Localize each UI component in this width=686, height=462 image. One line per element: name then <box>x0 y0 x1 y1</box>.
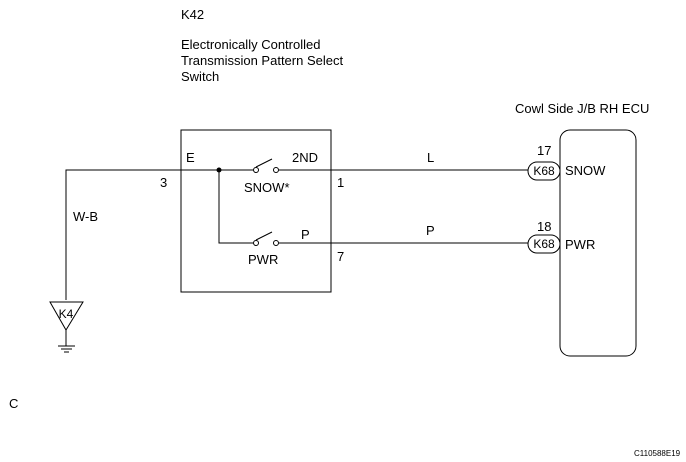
switch-box <box>180 129 332 293</box>
ground-point-label: K4 <box>59 307 74 321</box>
component-name-line-3: Switch <box>181 69 220 84</box>
wire-color-ground: W-B <box>73 209 99 224</box>
terminal-2nd-label: 2ND <box>292 150 319 165</box>
component-name-line-2: Transmission Pattern Select <box>181 53 344 68</box>
pin-3: 3 <box>160 175 168 190</box>
terminal-p-label: P <box>301 227 310 242</box>
snow-switch-contact-left <box>253 167 259 173</box>
snow-switch-blade <box>255 158 273 168</box>
pwr-switch-contact-right <box>273 240 279 246</box>
pin-1: 1 <box>337 175 345 190</box>
terminal-e-label: E <box>186 150 195 165</box>
internal-pwr-branch <box>218 170 253 244</box>
component-name-line-1: Electronically Controlled <box>181 37 321 52</box>
connector-k68-pwr-label: K68 <box>533 237 555 251</box>
connector-k68-snow-label: K68 <box>533 164 555 178</box>
diagram-code: C110588E19 <box>634 449 681 458</box>
wire-color-pwr: P <box>426 223 435 238</box>
ground-connector-k4 <box>49 301 84 331</box>
ecu-pin-18: 18 <box>537 219 552 234</box>
pwr-switch-blade <box>255 231 273 241</box>
component-code: K42 <box>181 7 205 22</box>
ecu-terminal-pwr: PWR <box>565 237 596 252</box>
corner-letter: C <box>9 396 19 411</box>
pwr-switch-label: PWR <box>248 252 279 267</box>
connector-k68-snow <box>527 161 561 181</box>
ground-wire <box>65 169 181 300</box>
ecu-pin-17: 17 <box>537 143 552 158</box>
ecu-terminal-snow: SNOW <box>565 163 606 178</box>
ecu-name: Cowl Side J/B RH ECU <box>515 101 650 116</box>
pwr-switch-contact-left <box>253 240 259 246</box>
snow-switch-contact-right <box>273 167 279 173</box>
pin-7: 7 <box>337 249 345 264</box>
snow-switch-label: SNOW* <box>244 180 290 195</box>
connector-k68-pwr <box>527 234 561 254</box>
wire-color-snow: L <box>427 150 435 165</box>
